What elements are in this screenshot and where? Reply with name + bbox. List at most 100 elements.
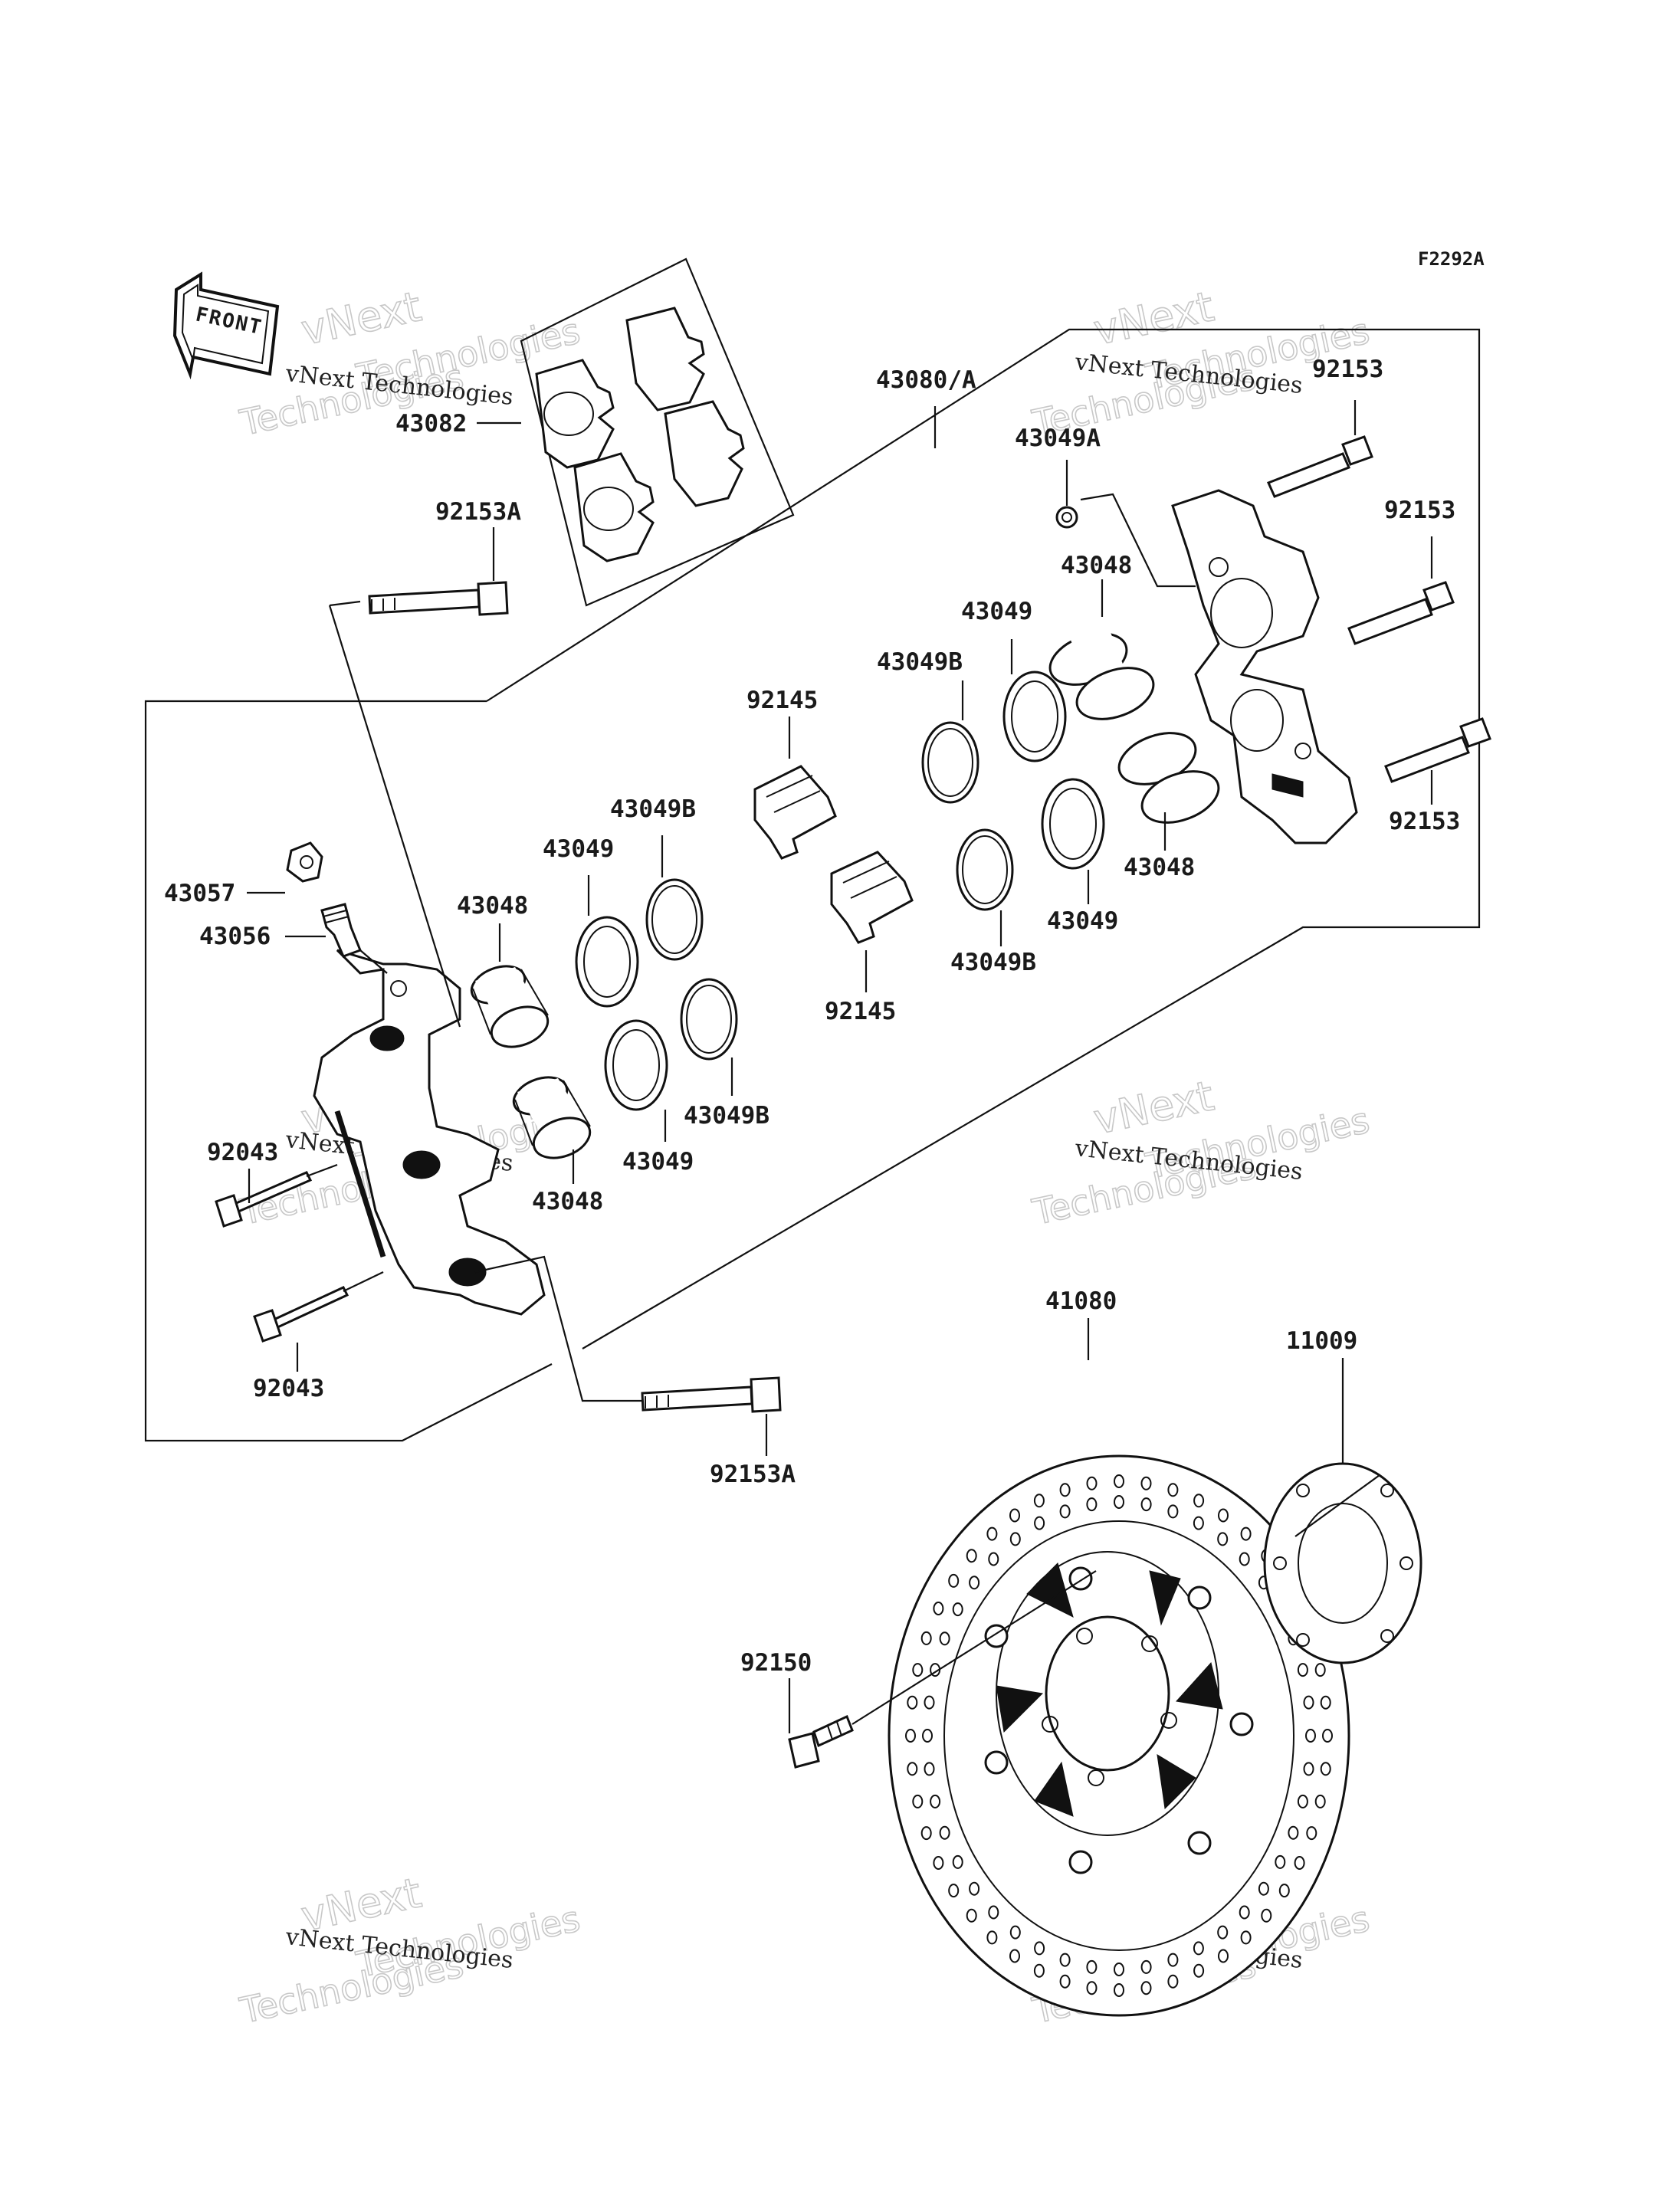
disc-bolt: [788, 1714, 854, 1769]
watermark-bottom-left: vNext Technologies Technologies vNext Te…: [235, 1867, 584, 2031]
disc-hole: [933, 1602, 944, 1615]
piston-seal-right-upper: [921, 721, 979, 804]
disc-hole: [939, 1631, 950, 1646]
bolt-right-mid: [1347, 581, 1455, 645]
disc-hole: [986, 1930, 998, 1945]
label-43049b-right-upper: 43049B: [877, 648, 963, 676]
label-92153a-bottom: 92153A: [710, 1461, 796, 1488]
disc-hole: [969, 1576, 980, 1590]
disc-hole: [1009, 1508, 1020, 1523]
disc-hole: [1297, 1794, 1308, 1808]
disc-hole: [1278, 1884, 1290, 1898]
piston-seal-left-lower: [680, 978, 738, 1061]
caliper-assembly-frame: [144, 328, 1481, 1442]
disc-hole: [1288, 1825, 1299, 1840]
label-43049-right-upper: 43049: [961, 598, 1032, 625]
caliper-outer-half: [1171, 489, 1358, 844]
disc-hole: [1297, 1663, 1308, 1677]
watermark-vnext: vNext: [1090, 282, 1218, 354]
disc-hole: [1033, 1494, 1045, 1508]
label-43049b-right-lower: 43049B: [950, 949, 1036, 976]
disc-hole: [1009, 1925, 1021, 1940]
disc-hole: [1258, 1881, 1269, 1896]
disc-hole: [1034, 1941, 1045, 1956]
diagram-code: F2292A: [1418, 248, 1485, 270]
disc-hole: [952, 1602, 963, 1617]
disc-hole: [966, 1908, 977, 1923]
dust-seal-right-lower: [1041, 778, 1105, 870]
watermark-vnext: vNext: [1090, 1071, 1218, 1143]
disc-hole: [1294, 1856, 1305, 1870]
pin-lower: [253, 1271, 384, 1343]
bolt-right-top: [1266, 435, 1373, 498]
disc-hole: [1320, 1695, 1331, 1710]
caliper-inner-half: [313, 949, 546, 1316]
disc-hole: [966, 1549, 977, 1563]
label-92145-upper: 92145: [746, 687, 818, 714]
disc-hole: [1193, 1941, 1204, 1956]
disc-hole: [1239, 1905, 1250, 1920]
disc-hole: [1314, 1794, 1326, 1808]
label-92153-mid: 92153: [1384, 497, 1455, 524]
label-43049a: 43049A: [1015, 425, 1101, 452]
dust-seal-right-upper: [1002, 671, 1067, 762]
disc-hole: [1114, 1983, 1124, 1997]
disc-hole: [1086, 1981, 1098, 1995]
label-92153a-top: 92153A: [435, 498, 521, 526]
piston-seal-right-lower: [956, 828, 1014, 911]
piston-right-lower: [1117, 732, 1220, 824]
dust-seal-left-lower: [604, 1019, 668, 1111]
label-43048-left-lower: 43048: [532, 1188, 603, 1215]
disc-hole: [1009, 1949, 1020, 1963]
disc-hole: [907, 1762, 918, 1776]
disc-hole: [920, 1826, 932, 1841]
mount-bolt-bottom: [641, 1376, 782, 1413]
disc-hole: [948, 1884, 960, 1898]
disc-hole: [1033, 1963, 1045, 1978]
disc-hole: [1009, 1532, 1021, 1546]
disc-hole: [1086, 1476, 1098, 1490]
disc-hole: [1303, 1762, 1314, 1776]
pin-upper: [215, 1163, 338, 1228]
brake-pad-set: [520, 257, 795, 607]
label-11009: 11009: [1286, 1327, 1357, 1355]
label-43056: 43056: [199, 923, 271, 950]
label-92150: 92150: [740, 1649, 812, 1677]
disc-hole: [1059, 1504, 1071, 1519]
disc-hole: [1114, 1495, 1124, 1509]
disc-hole: [907, 1695, 918, 1710]
disc-hole: [1140, 1959, 1152, 1974]
disc-hole: [1140, 1497, 1152, 1512]
pad-spring-upper: [753, 765, 837, 860]
disc-hole: [1059, 1483, 1071, 1497]
disc-hole: [1167, 1974, 1179, 1989]
disc-hole: [986, 1526, 998, 1541]
watermark-vnext: vNext: [297, 282, 425, 354]
disc-hole: [924, 1695, 935, 1710]
disc-hole: [1114, 1474, 1124, 1488]
disc-hole: [1059, 1953, 1071, 1967]
disc-hole: [905, 1729, 916, 1743]
label-43049-left-lower: 43049: [622, 1148, 694, 1176]
disc-hole: [1059, 1974, 1071, 1989]
disc-hole: [1034, 1516, 1045, 1530]
disc-hole: [1322, 1729, 1333, 1743]
piston-left-upper: [470, 965, 550, 1048]
disc-hole: [1140, 1981, 1152, 1995]
mount-bolt-top: [368, 581, 509, 616]
label-43049-left-upper: 43049: [543, 835, 614, 863]
disc-hole: [930, 1794, 941, 1808]
label-92043-lower: 92043: [253, 1375, 324, 1402]
disc-hole: [1261, 1908, 1272, 1923]
disc-hole: [912, 1794, 924, 1808]
disc-hole: [1167, 1504, 1179, 1519]
label-92153-bottom: 92153: [1389, 808, 1460, 835]
disc-hole: [1218, 1949, 1229, 1963]
label-92043-upper: 92043: [207, 1139, 278, 1166]
disc-shim: [1263, 1462, 1422, 1664]
disc-hole: [1086, 1497, 1098, 1512]
label-43049-right-lower: 43049: [1047, 907, 1118, 935]
label-43082: 43082: [395, 410, 467, 438]
disc-hole: [1314, 1663, 1326, 1677]
